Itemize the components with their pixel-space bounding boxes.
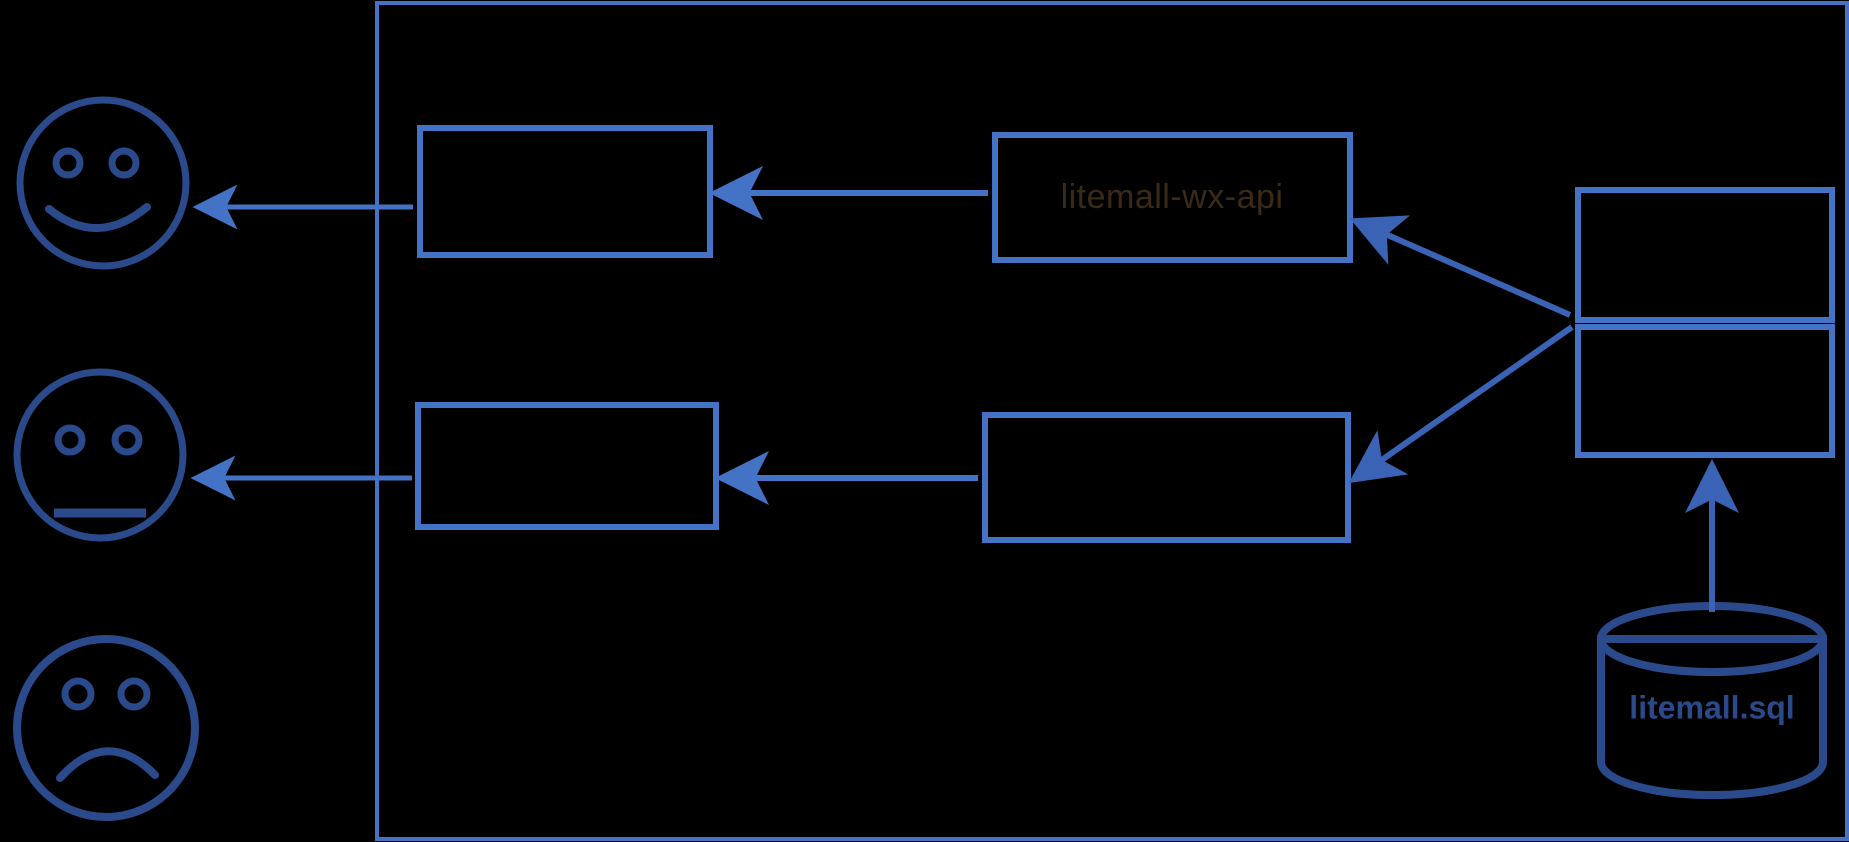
sad-face-mouth-icon <box>56 747 159 782</box>
arrow-line <box>1348 324 1574 484</box>
happy-face-icon <box>16 96 190 270</box>
arrow-backend-to-service-bottom <box>1348 324 1574 484</box>
box-backend-top[interactable] <box>1575 187 1835 323</box>
happy-face-mouth-icon <box>45 203 151 232</box>
box-backend-bottom[interactable] <box>1575 324 1835 458</box>
happy-face-eye-left-icon <box>52 147 84 179</box>
user-sad[interactable] <box>13 635 199 821</box>
arrow-line <box>1349 215 1572 318</box>
box-service-bottom-rect <box>982 412 1351 543</box>
arrow-backend-to-service-top <box>1349 215 1572 318</box>
system-boundary-rect <box>375 1 1849 841</box>
database-icon-body <box>1597 635 1827 799</box>
box-client-bottom[interactable] <box>415 402 719 530</box>
box-backend-bottom-rect <box>1575 324 1835 458</box>
box-client-top-rect <box>417 125 713 258</box>
database-cylinder[interactable]: litemall.sql <box>1597 602 1827 799</box>
happy-face-eye-right-icon <box>108 147 140 179</box>
box-backend-top-rect <box>1575 187 1835 323</box>
neutral-face-eye-right-icon <box>111 424 143 456</box>
system-boundary <box>375 1 1849 841</box>
box-service-top[interactable]: litemall-wx-api <box>992 132 1353 263</box>
box-service-top-label: litemall-wx-api <box>1061 178 1284 216</box>
box-service-bottom[interactable] <box>982 412 1351 543</box>
neutral-face-eye-left-icon <box>54 424 86 456</box>
sad-face-icon <box>13 635 199 821</box>
user-happy[interactable] <box>16 96 190 270</box>
sad-face-eye-right-icon <box>117 677 151 711</box>
neutral-face-icon <box>13 368 187 542</box>
sad-face-eye-left-icon <box>61 677 95 711</box>
box-client-top[interactable] <box>417 125 713 258</box>
box-service-top-rect <box>992 132 1353 263</box>
database-label: litemall.sql <box>1629 689 1794 725</box>
user-neutral[interactable] <box>13 368 187 542</box>
box-client-bottom-rect <box>415 402 719 530</box>
